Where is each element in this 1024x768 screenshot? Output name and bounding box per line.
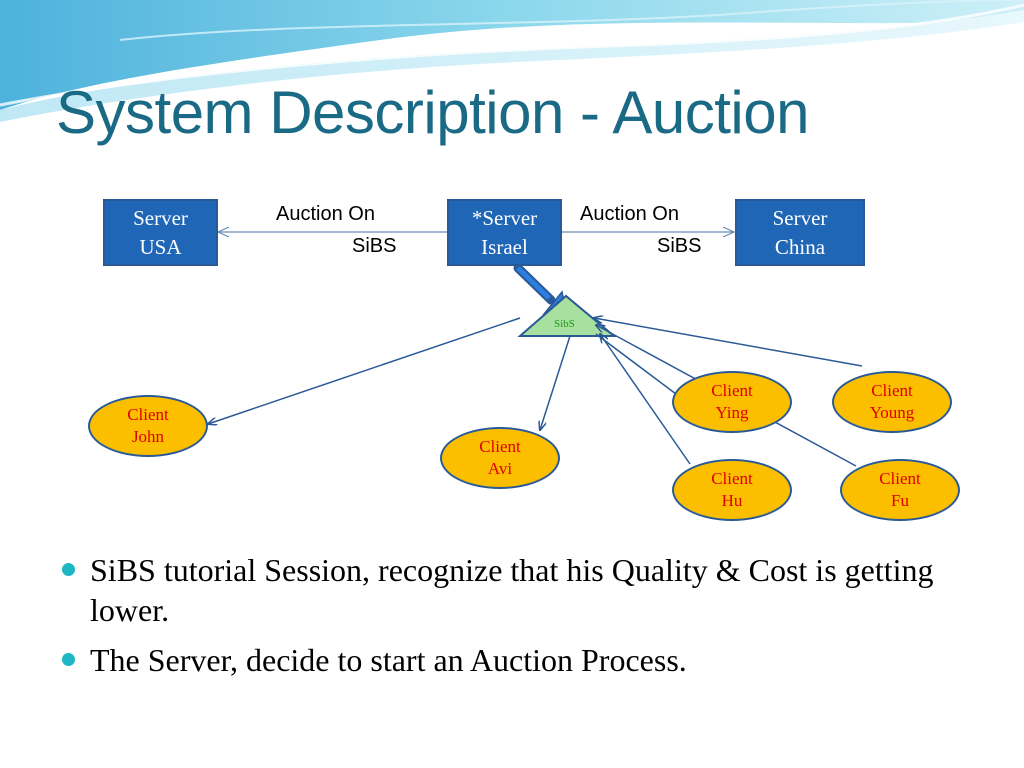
- bullet-text: SiBS tutorial Session, recognize that hi…: [90, 552, 934, 628]
- link-right-label-line1: Auction On: [580, 203, 679, 225]
- server-china-box[interactable]: Server China: [735, 199, 865, 266]
- link-left-label-line1: Auction On: [276, 203, 375, 225]
- client-fu-line2: Fu: [891, 491, 909, 510]
- client-avi-line2: Avi: [487, 459, 513, 478]
- server-china-line2: China: [774, 235, 826, 259]
- sibs-hub-label: SibS: [554, 318, 575, 330]
- client-ying-line1: Client: [711, 381, 753, 400]
- hub-to-john-arrow: [208, 317, 521, 424]
- link-right-label-line2: SiBS: [657, 235, 702, 257]
- client-ying[interactable]: Client Ying: [672, 371, 792, 433]
- bullet-dot-icon: [62, 653, 75, 666]
- bullet-item: SiBS tutorial Session, recognize that hi…: [60, 550, 980, 630]
- young-to-hub-arrow: [594, 318, 863, 367]
- server-israel-box[interactable]: *Server Israel: [447, 199, 562, 266]
- server-usa-line1: Server: [133, 206, 188, 230]
- client-ying-line2: Ying: [715, 403, 749, 422]
- client-young-line2: Young: [869, 403, 915, 422]
- server-usa-box[interactable]: Server USA: [103, 199, 218, 266]
- client-hu-line2: Hu: [721, 491, 743, 510]
- bullet-item: The Server, decide to start an Auction P…: [60, 640, 980, 680]
- server-israel-line2: Israel: [481, 235, 528, 259]
- client-hu[interactable]: Client Hu: [672, 459, 792, 521]
- link-left-label-line2: SiBS: [352, 235, 397, 257]
- client-young-line1: Client: [871, 381, 913, 400]
- ying-to-hub-line: [595, 333, 677, 395]
- slide-title: System Description - Auction: [56, 79, 809, 146]
- client-fu[interactable]: Client Fu: [840, 459, 960, 521]
- client-hu-line1: Client: [711, 469, 753, 488]
- client-fu-line1: Client: [879, 469, 921, 488]
- hu-to-hub-arrow: [600, 334, 691, 465]
- server-china-line1: Server: [772, 206, 828, 230]
- bullet-list: SiBS tutorial Session, recognize that hi…: [60, 550, 980, 690]
- header-wave-decoration: [0, 0, 1024, 122]
- client-john-line1: Client: [127, 405, 169, 424]
- client-john[interactable]: Client John: [88, 395, 208, 457]
- client-john-line2: John: [131, 427, 165, 446]
- server-usa-line2: USA: [139, 235, 182, 259]
- client-avi-line1: Client: [479, 437, 521, 456]
- bullet-text: The Server, decide to start an Auction P…: [90, 642, 687, 678]
- hub-to-avi-arrow: [540, 335, 571, 430]
- bullet-dot-icon: [62, 563, 75, 576]
- client-avi[interactable]: Client Avi: [440, 427, 560, 489]
- client-young[interactable]: Client Young: [832, 371, 952, 433]
- sibs-hub-triangle: [517, 294, 617, 337]
- server-israel-line1: *Server: [471, 206, 538, 230]
